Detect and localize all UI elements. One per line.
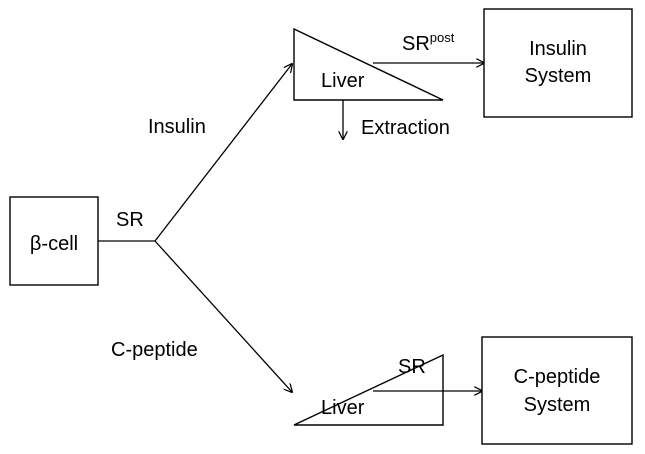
- liver-cpeptide-triangle: [293, 353, 444, 426]
- beta-cell-label: β-cell: [30, 233, 78, 255]
- secretion-label: SR: [116, 209, 144, 231]
- cpeptide-system-node: C-peptide System: [481, 336, 633, 445]
- post-hepatic-sr-base: SR: [402, 33, 430, 55]
- cpeptide-branch-edge: [154, 240, 292, 392]
- liver-insulin-label: Liver: [321, 70, 365, 92]
- insulin-system-label-line1: Insulin: [529, 38, 587, 60]
- insulin-system-box: [483, 8, 633, 118]
- cpeptide-system-label-line2: System: [524, 394, 591, 416]
- liver-cpeptide-node: Liver: [293, 353, 444, 426]
- insulin-system-label-line2: System: [525, 65, 592, 87]
- insulin-branch-edge: [154, 64, 292, 242]
- beta-cell-box: [9, 196, 99, 286]
- liver-cpeptide-label: Liver: [321, 397, 365, 419]
- post-hepatic-sr-sup: post: [430, 30, 455, 45]
- extraction-label: Extraction: [361, 117, 450, 139]
- beta-cell-node: β-cell: [9, 196, 99, 286]
- liver-insulin-triangle: [293, 27, 444, 101]
- cpeptide-system-label-line1: C-peptide: [514, 366, 601, 388]
- insulin-branch-label: Insulin: [148, 116, 206, 138]
- cpeptide-branch-label: C-peptide: [111, 339, 198, 361]
- post-hepatic-sr-label: SRpost: [402, 30, 455, 55]
- liver-insulin-node: Liver: [293, 27, 444, 101]
- cpeptide-system-box: [481, 336, 633, 445]
- cpeptide-sr-label: SR: [398, 356, 426, 378]
- insulin-system-node: Insulin System: [483, 8, 633, 118]
